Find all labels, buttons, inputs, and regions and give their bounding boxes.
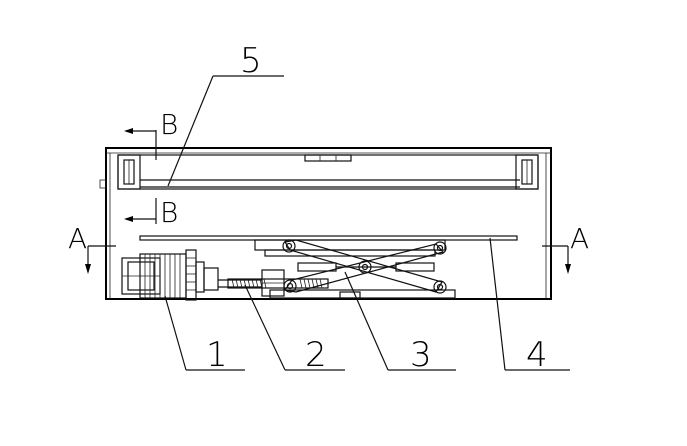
label-part-3: 3 xyxy=(410,335,432,375)
support-plate xyxy=(139,235,518,241)
housing xyxy=(99,147,552,300)
section-label-a-right: A xyxy=(570,222,589,255)
section-label-b-mid: B xyxy=(160,196,178,229)
section-label-a-left: A xyxy=(68,222,87,255)
section-marker-b-top xyxy=(124,128,157,160)
label-part-4: 4 xyxy=(526,335,548,375)
label-part-1: 1 xyxy=(206,335,228,375)
label-part-5: 5 xyxy=(240,41,262,81)
top-rail-assembly xyxy=(117,154,539,190)
lead-screw xyxy=(227,269,329,297)
label-part-2: 2 xyxy=(305,335,327,375)
section-marker-b-mid xyxy=(124,198,157,224)
leader-lines xyxy=(164,75,570,371)
section-label-b-top: B xyxy=(160,108,178,141)
section-marker-a-right xyxy=(542,245,571,274)
section-marker-a-left xyxy=(85,245,116,274)
motor-gearbox xyxy=(121,249,262,301)
scissor-lift xyxy=(254,239,456,299)
